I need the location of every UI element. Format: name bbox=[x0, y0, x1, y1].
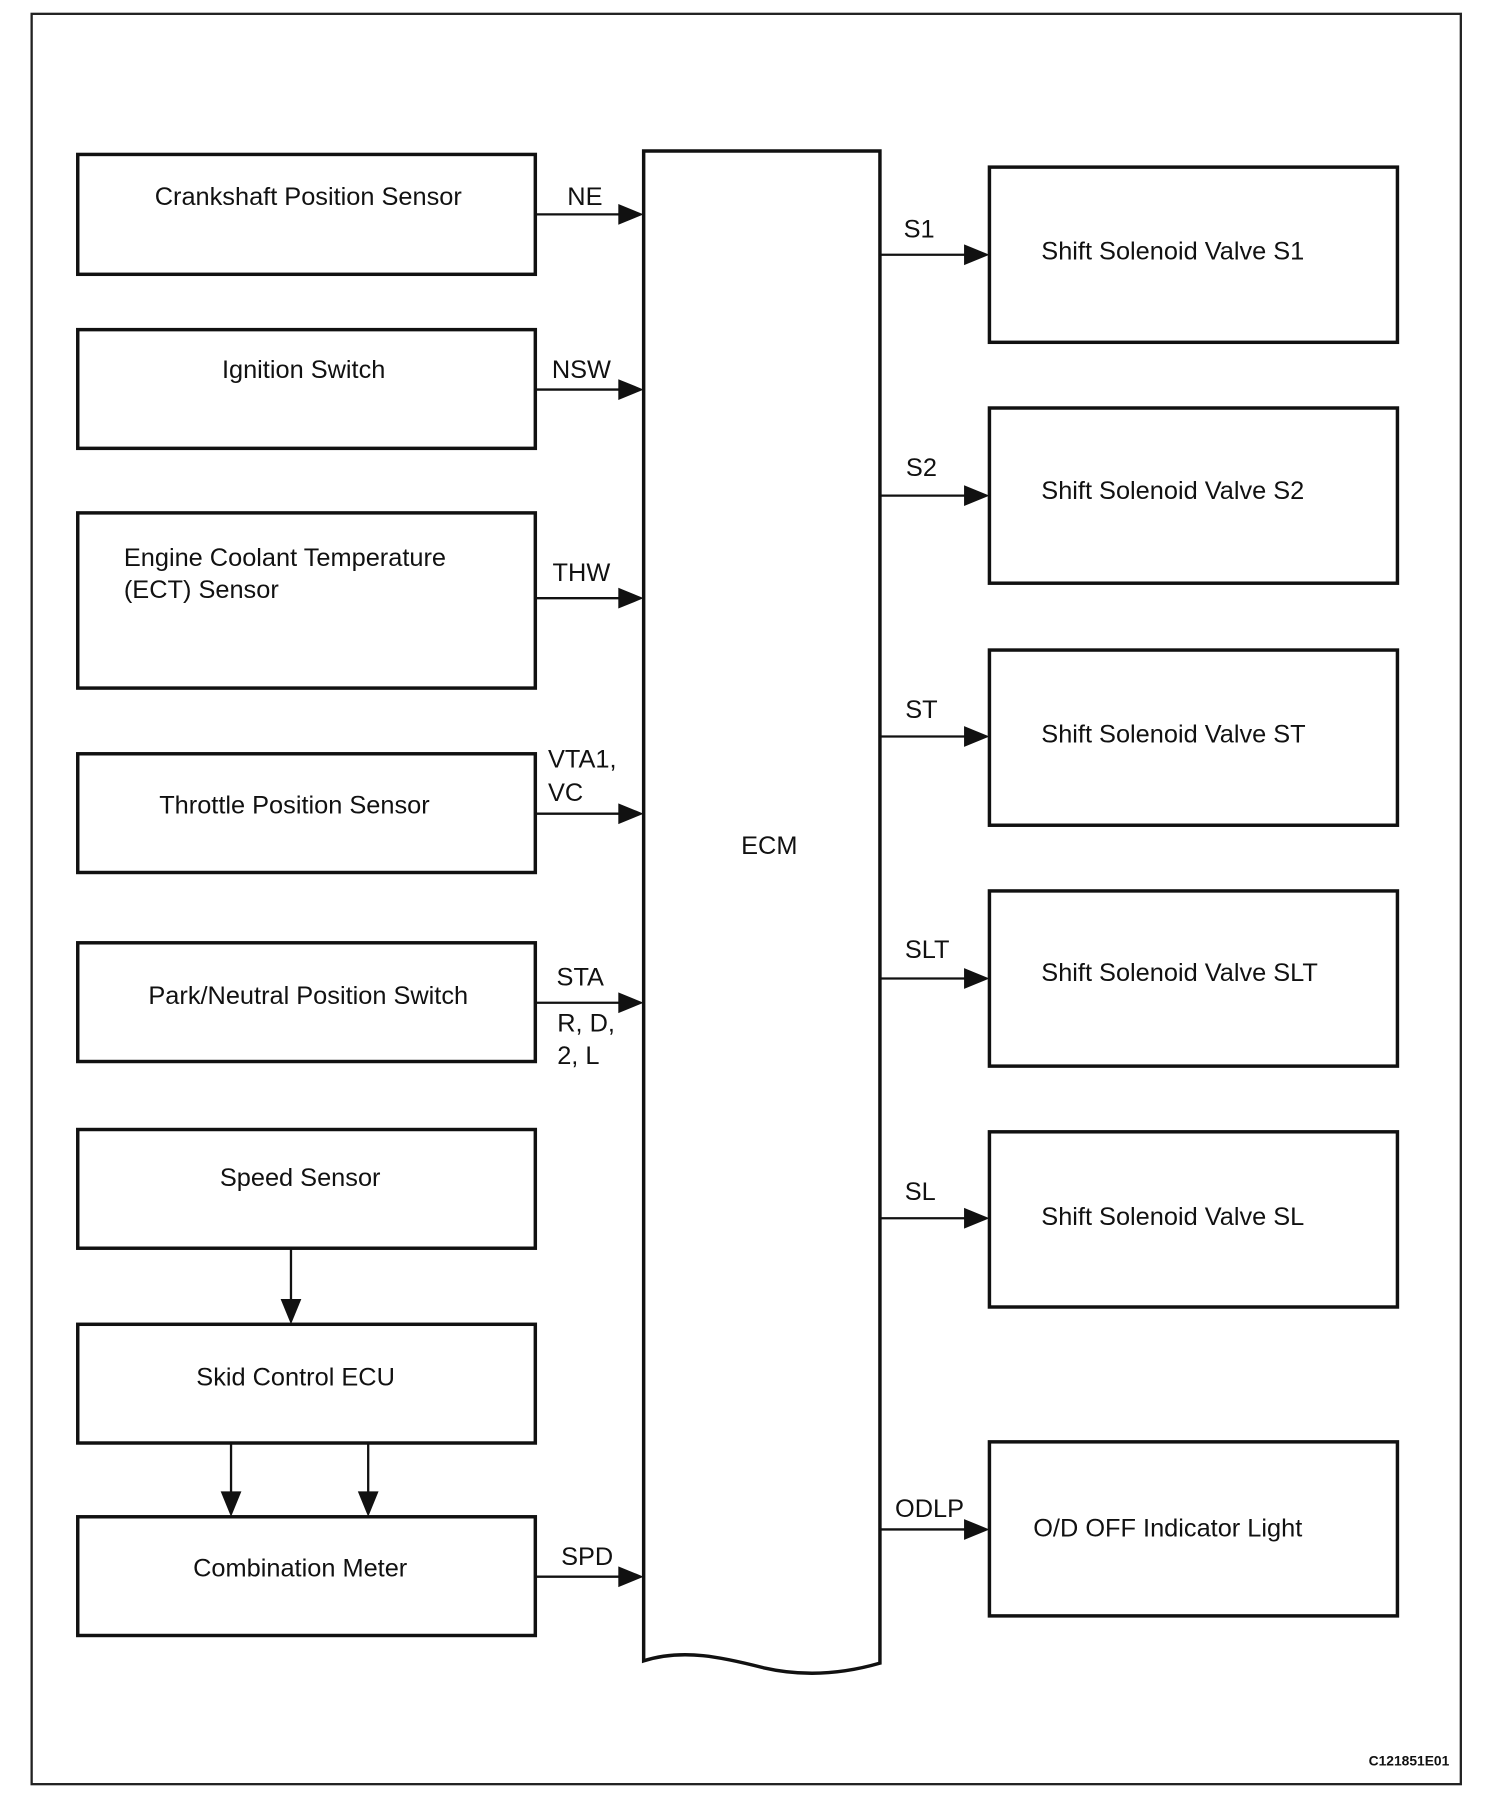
skid-ecu-to-meter-arrow-right bbox=[357, 1443, 379, 1517]
signal-label: ST bbox=[905, 696, 937, 724]
shift-solenoid-valve-slt: SLT Shift Solenoid Valve SLT bbox=[879, 889, 1400, 1068]
box-label: Combination Meter bbox=[193, 1555, 408, 1583]
thw-signal-arrow: THW bbox=[535, 559, 644, 609]
box-label: Shift Solenoid Valve SL bbox=[1041, 1203, 1304, 1231]
box-frame bbox=[987, 165, 1400, 345]
arrow-head bbox=[618, 379, 644, 400]
shift-solenoid-valve-st: ST Shift Solenoid Valve ST bbox=[879, 648, 1400, 827]
box-frame bbox=[76, 152, 538, 277]
arrow-head bbox=[357, 1491, 379, 1517]
box-frame bbox=[76, 327, 538, 451]
signal-label-line-2: VC bbox=[548, 779, 583, 807]
signal-label: NE bbox=[567, 183, 602, 211]
ect-sensor-box: Engine Coolant Temperature (ECT) Sensor bbox=[76, 511, 538, 690]
throttle-position-sensor-box: Throttle Position Sensor bbox=[76, 752, 538, 875]
vta1-vc-signal-arrow: VTA1, VC bbox=[535, 746, 644, 825]
box-frame bbox=[987, 1130, 1400, 1309]
ne-signal-arrow: NE bbox=[535, 183, 644, 225]
box-label: Park/Neutral Position Switch bbox=[148, 982, 468, 1010]
signal-label-line-1: VTA1, bbox=[548, 746, 617, 774]
sta-signal-arrow: STA R, D, 2, L bbox=[535, 963, 644, 1070]
arrow-head bbox=[964, 485, 990, 506]
signal-label: SPD bbox=[561, 1543, 613, 1571]
skid-ecu-to-meter-arrow-left bbox=[220, 1443, 242, 1517]
signal-label: THW bbox=[553, 559, 611, 587]
ecm-outline bbox=[641, 149, 882, 1675]
arrow-head bbox=[964, 968, 990, 989]
spd-signal-arrow: SPD bbox=[535, 1543, 644, 1588]
box-label: Ignition Switch bbox=[222, 356, 385, 384]
ecm-label: ECM bbox=[741, 832, 797, 860]
speed-sensor-box: Speed Sensor bbox=[76, 1127, 538, 1250]
box-label: Throttle Position Sensor bbox=[159, 792, 430, 820]
box-frame bbox=[76, 511, 538, 690]
signal-label: S2 bbox=[906, 454, 937, 482]
box-label: O/D OFF Indicator Light bbox=[1033, 1514, 1302, 1542]
box-label-line-1: Engine Coolant Temperature bbox=[124, 544, 446, 572]
figure-code: C121851E01 bbox=[1369, 1753, 1450, 1769]
box-frame bbox=[76, 752, 538, 875]
box-label: Shift Solenoid Valve SLT bbox=[1041, 959, 1318, 987]
signal-label: SLT bbox=[905, 936, 950, 964]
box-label: Shift Solenoid Valve S1 bbox=[1041, 237, 1304, 265]
arrow-head bbox=[964, 726, 990, 747]
signal-label: STA bbox=[557, 963, 605, 991]
combination-meter-box: Combination Meter bbox=[76, 1515, 538, 1638]
shift-solenoid-valve-sl: SL Shift Solenoid Valve SL bbox=[879, 1130, 1400, 1309]
shift-solenoid-valve-s1: S1 Shift Solenoid Valve S1 bbox=[879, 165, 1400, 345]
signal-label: ODLP bbox=[895, 1495, 964, 1523]
park-neutral-position-switch-box: Park/Neutral Position Switch bbox=[76, 941, 538, 1064]
box-label: Crankshaft Position Sensor bbox=[155, 183, 463, 211]
arrow-head bbox=[964, 1207, 990, 1229]
nsw-signal-arrow: NSW bbox=[535, 356, 644, 400]
box-label: Skid Control ECU bbox=[196, 1363, 395, 1391]
skid-control-ecu-box: Skid Control ECU bbox=[76, 1322, 538, 1445]
signal-label: SL bbox=[905, 1178, 936, 1206]
arrow-head bbox=[618, 1566, 644, 1588]
box-label-line-2: (ECT) Sensor bbox=[124, 576, 279, 604]
ecm-block: ECM bbox=[641, 149, 882, 1675]
shift-position-label-line-2: 2, L bbox=[557, 1042, 599, 1070]
shift-position-label-line-1: R, D, bbox=[557, 1010, 615, 1038]
arrow-head bbox=[280, 1298, 302, 1325]
shift-solenoid-valve-s2: S2 Shift Solenoid Valve S2 bbox=[879, 406, 1400, 585]
box-label: Shift Solenoid Valve S2 bbox=[1041, 477, 1304, 505]
box-label: Shift Solenoid Valve ST bbox=[1041, 720, 1305, 748]
box-frame bbox=[987, 648, 1400, 827]
box-label: Speed Sensor bbox=[220, 1164, 381, 1192]
arrow-head bbox=[220, 1491, 242, 1517]
box-frame bbox=[76, 1322, 538, 1445]
signal-label: NSW bbox=[552, 356, 611, 384]
ignition-switch-box: Ignition Switch bbox=[76, 327, 538, 451]
od-off-indicator-light: ODLP O/D OFF Indicator Light bbox=[879, 1440, 1400, 1618]
box-frame bbox=[76, 1127, 538, 1250]
arrow-head bbox=[618, 992, 644, 1014]
signal-label: S1 bbox=[904, 215, 935, 243]
box-frame bbox=[987, 889, 1400, 1068]
arrow-head bbox=[618, 587, 644, 609]
arrow-head bbox=[618, 803, 644, 825]
box-frame bbox=[76, 1515, 538, 1638]
box-frame bbox=[987, 1440, 1400, 1618]
arrow-head bbox=[964, 1519, 990, 1540]
arrow-head bbox=[618, 204, 644, 225]
diagram-frame bbox=[30, 12, 1462, 1786]
box-frame bbox=[987, 406, 1400, 585]
speed-sensor-to-skid-ecu-arrow bbox=[280, 1248, 302, 1325]
arrow-head bbox=[964, 244, 990, 266]
crankshaft-position-sensor-box: Crankshaft Position Sensor bbox=[76, 152, 538, 277]
